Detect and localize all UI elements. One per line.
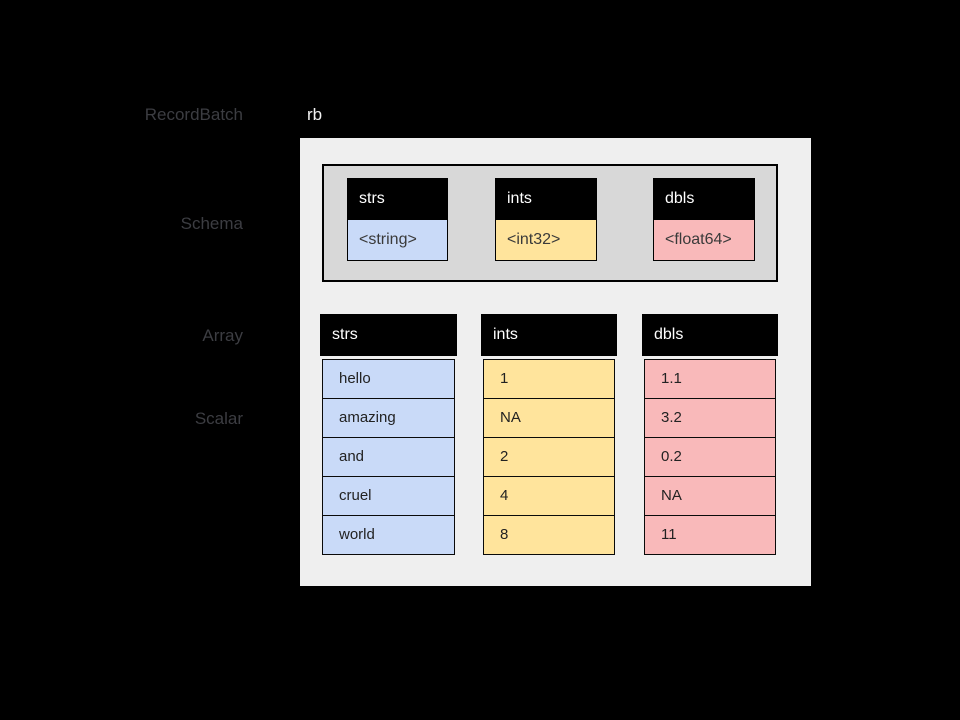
array-header: ints [481,314,617,356]
schema-field-name: ints [495,178,597,219]
array-cell: world [322,515,455,555]
label-array: Array [202,326,243,345]
schema-field-type: <float64> [653,219,755,261]
array-cells: hello amazing and cruel world [320,359,457,555]
array-cell: NA [644,476,776,516]
array-column: strs hello amazing and cruel world [320,314,457,555]
array-cell: 1 [483,359,615,399]
array-cells: 1.1 3.2 0.2 NA 11 [642,359,778,555]
schema-field: ints <int32> [495,178,597,261]
array-cell: NA [483,398,615,438]
array-header: strs [320,314,457,356]
array-cells: 1 NA 2 4 8 [481,359,617,555]
array-cell: 0.2 [644,437,776,477]
array-cell: and [322,437,455,477]
label-recordbatch: RecordBatch [144,105,243,124]
array-cell: cruel [322,476,455,516]
array-cell: 8 [483,515,615,555]
array-cell: amazing [322,398,455,438]
array-header: dbls [642,314,778,356]
schema-box: strs <string> ints <int32> dbls <float64… [322,164,778,282]
array-cell: 2 [483,437,615,477]
array-cell: hello [322,359,455,399]
schema-field: dbls <float64> [653,178,755,261]
recordbatch-instance-name: rb [307,105,323,124]
label-schema: Schema [180,214,243,233]
array-cell: 11 [644,515,776,555]
schema-field-type: <int32> [495,219,597,261]
recordbatch-box: strs <string> ints <int32> dbls <float64… [300,138,811,586]
schema-field: strs <string> [347,178,448,261]
schema-field-name: dbls [653,178,755,219]
array-cell: 3.2 [644,398,776,438]
array-cell: 1.1 [644,359,776,399]
array-column: dbls 1.1 3.2 0.2 NA 11 [642,314,778,555]
array-cell: 4 [483,476,615,516]
label-scalar: Scalar [194,409,243,428]
schema-field-type: <string> [347,219,448,261]
array-column: ints 1 NA 2 4 8 [481,314,617,555]
schema-field-name: strs [347,178,448,219]
